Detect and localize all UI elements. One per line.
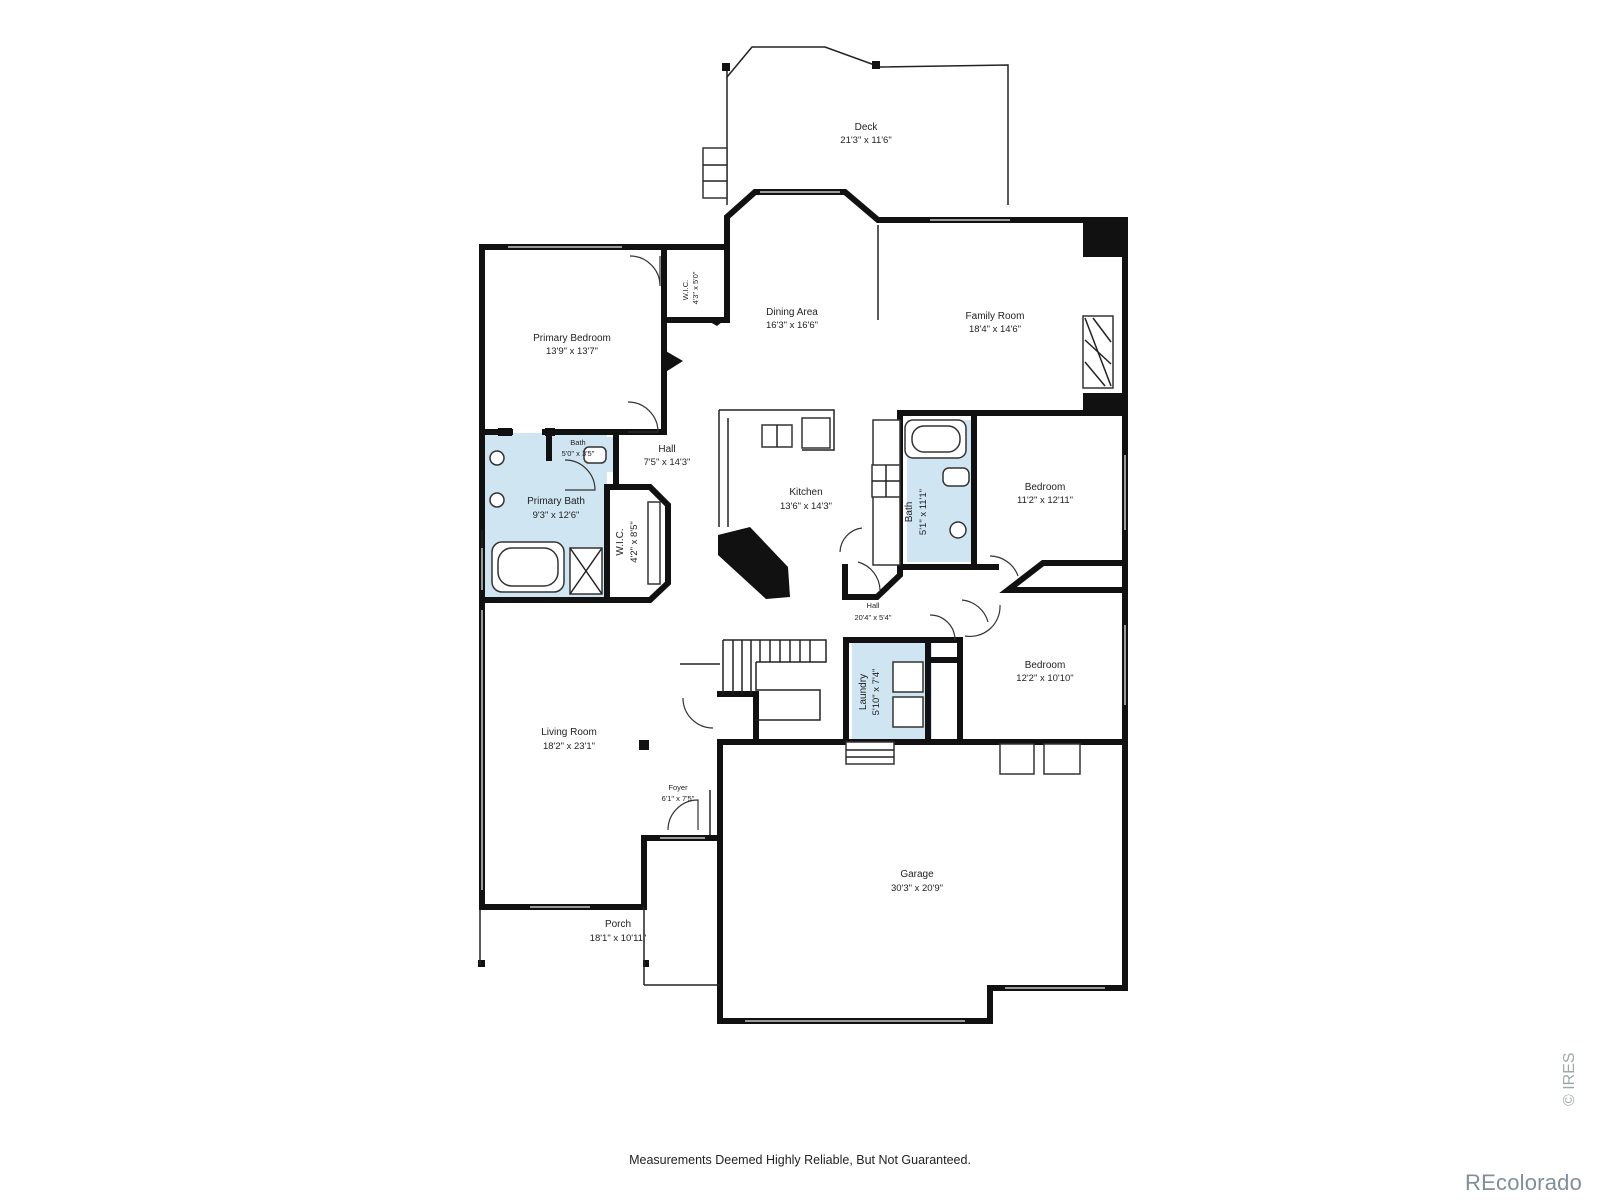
room-name-dining: Dining Area xyxy=(766,307,818,318)
room-name-bath-small: Bath xyxy=(570,438,585,447)
bath-fixtures xyxy=(489,419,970,595)
room-name-foyer: Foyer xyxy=(668,783,688,792)
deck-outline xyxy=(702,46,1009,205)
room-dims-bedroom-upper: 11'2" x 12'11" xyxy=(1017,495,1073,506)
interior-lines xyxy=(479,225,1081,986)
room-labels: Deck 21'3" x 11'6" Dining Area 16'3" x 1… xyxy=(527,122,1074,944)
room-dims-bedroom-lower: 12'2" x 10'10" xyxy=(1016,673,1073,684)
room-name-bedroom-upper: Bedroom xyxy=(1025,482,1066,493)
room-dims-living: 18'2" x 23'1" xyxy=(543,741,595,752)
room-dims-hall-top: 7'5" x 14'3" xyxy=(644,457,691,468)
room-name-living: Living Room xyxy=(541,727,597,738)
room-name-deck: Deck xyxy=(855,122,879,133)
room-dims-hall-mid: 20'4" x 5'4" xyxy=(855,613,892,622)
room-dims-family: 18'4" x 14'6" xyxy=(969,324,1021,335)
room-dims-primary-bedroom: 13'9" x 13'7" xyxy=(546,346,598,357)
room-dims-foyer: 6'1" x 7'5" xyxy=(662,794,695,803)
room-name-hall-mid: Hall xyxy=(867,601,880,610)
room-dims-garage: 30'3" x 20'9" xyxy=(891,883,943,894)
room-name-garage: Garage xyxy=(900,869,934,880)
room-dims-porch: 18'1" x 10'11" xyxy=(590,933,647,944)
room-name-kitchen: Kitchen xyxy=(789,487,822,498)
room-name-primary-bedroom: Primary Bedroom xyxy=(533,333,611,344)
room-name-wic-mid: W.I.C. xyxy=(615,528,626,555)
room-name-bath-mid: Bath xyxy=(904,502,915,523)
room-name-wic-top: W.I.C. xyxy=(681,280,690,300)
room-dims-kitchen: 13'6" x 14'3" xyxy=(780,501,832,512)
room-name-bedroom-lower: Bedroom xyxy=(1025,660,1066,671)
watermark-text: © IRES xyxy=(1561,1052,1578,1106)
brand-logo-text: REcolorado xyxy=(1465,1170,1582,1195)
room-name-laundry: Laundry xyxy=(858,674,869,710)
room-name-porch: Porch xyxy=(605,919,631,930)
windows xyxy=(481,191,1126,1022)
room-dims-bath-small: 5'0" x 3'5" xyxy=(562,449,595,458)
room-dims-wic-top: 4'3" x 5'0" xyxy=(691,271,700,304)
door-swings xyxy=(564,255,1019,831)
room-dims-deck: 21'3" x 11'6" xyxy=(840,135,891,146)
room-name-hall-top: Hall xyxy=(658,444,675,455)
room-dims-primary-bath: 9'3" x 12'6" xyxy=(533,510,580,521)
room-dims-wic-mid: 4'2" x 8'5" xyxy=(629,521,640,563)
room-dims-laundry: 5'10" x 7'4" xyxy=(871,669,882,716)
room-name-primary-bath: Primary Bath xyxy=(527,496,585,507)
disclaimer-text: Measurements Deemed Highly Reliable, But… xyxy=(629,1153,971,1167)
room-dims-bath-mid: 5'1" x 11'1" xyxy=(918,489,929,535)
room-name-family: Family Room xyxy=(966,311,1025,322)
room-dims-dining: 16'3" x 16'6" xyxy=(766,320,818,331)
